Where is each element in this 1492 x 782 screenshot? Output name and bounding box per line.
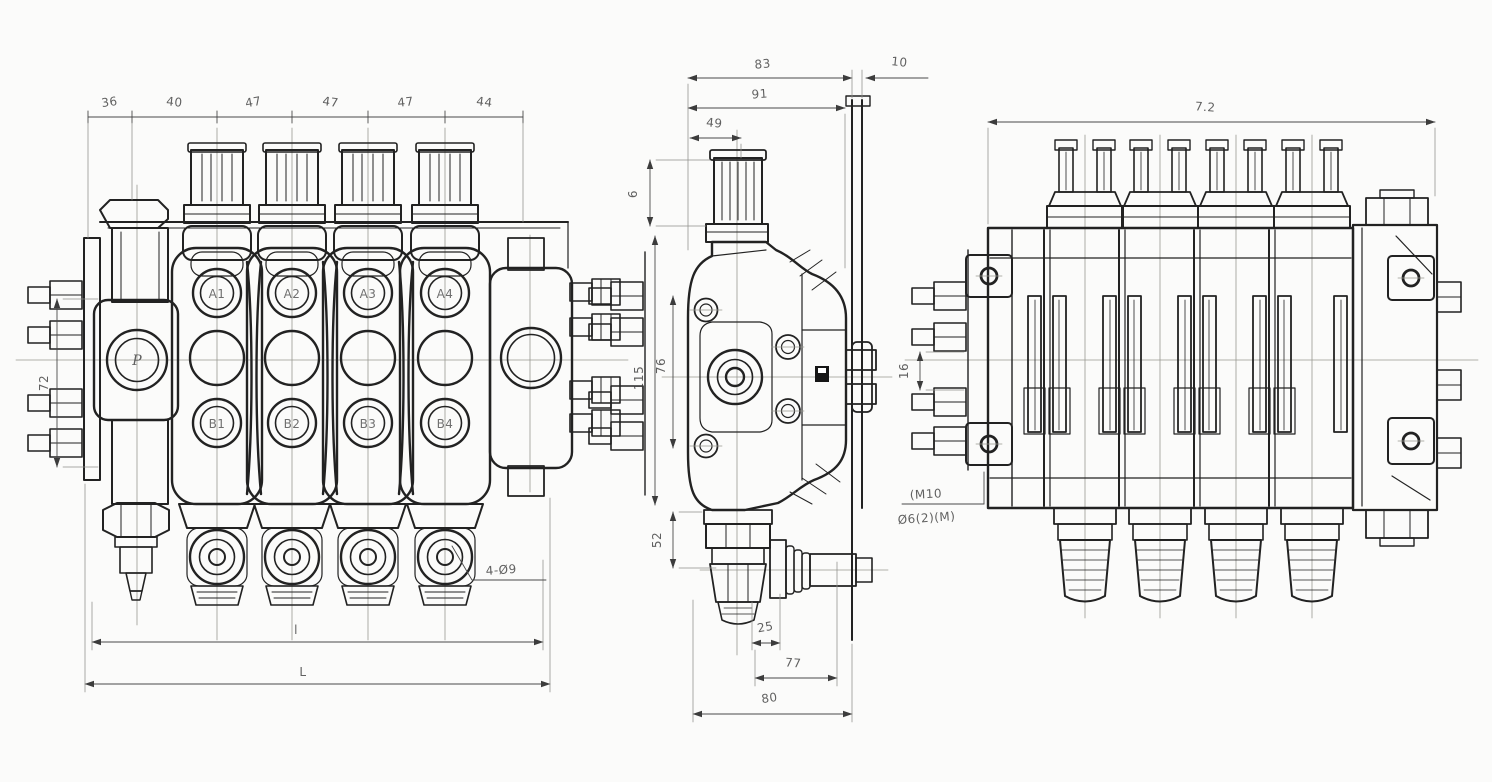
front-valve-sections xyxy=(170,126,492,642)
rear-end-block xyxy=(1351,189,1462,547)
rear-right-tabs xyxy=(1436,281,1462,469)
dim-side-top-cap: 49 xyxy=(706,115,723,130)
side-centerlines xyxy=(661,129,893,656)
front-outlet-end-block xyxy=(488,237,621,497)
dim-side-left-body: 115 xyxy=(632,366,646,390)
rear-note-line1: (M10 xyxy=(909,486,942,502)
rear-left-dimension: 16 xyxy=(897,351,965,391)
front-hole-leader: 4-Ø9 xyxy=(451,545,547,581)
rear-body xyxy=(986,226,1355,510)
side-left-bolts xyxy=(588,251,646,496)
front-left-dimension: 72 xyxy=(37,298,99,468)
port-label-b1: B1 xyxy=(209,417,226,431)
port-label-b4: B4 xyxy=(437,417,454,431)
port-label-b2: B2 xyxy=(284,417,301,431)
dim-side-top-inner: 91 xyxy=(751,86,768,101)
side-view: 83 10 91 49 6 115 76 52 25 77 8 xyxy=(588,54,929,723)
port-label-p: P xyxy=(131,353,142,369)
rear-top-caps xyxy=(1046,139,1351,229)
dim-inner-length: l xyxy=(294,623,298,637)
dim-side-top-offset: 10 xyxy=(891,54,909,70)
rear-tie-rod-slots xyxy=(1023,295,1348,435)
front-top-dimension: 36 40 47 47 47 44 xyxy=(87,94,524,239)
rear-bottom-nut xyxy=(1365,509,1429,547)
rear-thread-leader: (M10 Ø6(2)(M) xyxy=(897,471,985,527)
dim-side-top-total: 83 xyxy=(754,56,771,71)
front-bottom-dimensions: l L xyxy=(84,483,551,693)
hole-note-label: 4-Ø9 xyxy=(485,562,517,578)
port-label-a2: A2 xyxy=(284,287,301,301)
dim-rear-top-width: 7.2 xyxy=(1195,99,1217,114)
port-label-a4: A4 xyxy=(437,287,454,301)
rear-note-line2: Ø6(2)(M) xyxy=(897,509,956,527)
front-port-labels: P A1 A2 A3 A4 B1 B2 B3 B4 xyxy=(131,287,453,431)
front-bottom-bolt xyxy=(102,502,170,601)
dim-side-bottom-outer: 80 xyxy=(760,690,778,706)
front-inlet-end-block xyxy=(92,199,180,601)
dim-top-6: 44 xyxy=(476,94,494,110)
dim-left-height: 72 xyxy=(37,375,51,391)
rear-mounting-pads xyxy=(965,254,1435,466)
dim-top-4: 47 xyxy=(322,94,340,110)
rear-bottom-caps xyxy=(1053,507,1344,603)
rear-left-bolts xyxy=(911,249,969,471)
rear-centerlines xyxy=(904,134,1479,619)
front-top-rail xyxy=(99,221,569,269)
dim-top-5: 47 xyxy=(397,94,415,110)
port-t-circle xyxy=(499,326,563,390)
side-bottom-dimensions: 25 77 80 xyxy=(692,561,853,723)
rear-top-dimension: 7.2 xyxy=(987,99,1436,225)
rear-section-joints xyxy=(1043,229,1276,507)
dim-overall-length: L xyxy=(299,665,306,679)
side-bottom-fitting xyxy=(703,509,773,625)
dim-top-1: 36 xyxy=(100,94,118,110)
dim-side-left-ports: 76 xyxy=(654,358,668,374)
dim-rear-left-spacing: 16 xyxy=(897,363,911,379)
dim-side-bottom-mid: 77 xyxy=(785,655,802,670)
rear-view: 7.2 16 (M10 Ø6(2)(M) xyxy=(897,99,1479,619)
side-lever-plate xyxy=(845,95,877,641)
dim-top-2: 40 xyxy=(166,94,184,110)
side-top-dimensions: 83 10 91 49 xyxy=(687,54,929,269)
port-label-a3: A3 xyxy=(360,287,377,301)
dim-top-3: 47 xyxy=(244,94,262,111)
dim-side-left-small: 6 xyxy=(626,190,640,198)
spool-boss-circle xyxy=(706,348,764,406)
front-left-flange-bolts xyxy=(27,237,101,481)
port-p-circle xyxy=(105,328,169,392)
dim-side-left-lower: 52 xyxy=(650,532,664,548)
dim-side-bottom-small: 25 xyxy=(756,619,774,636)
side-body xyxy=(686,240,848,512)
relief-plug-hex xyxy=(99,199,169,229)
port-label-a1: A1 xyxy=(209,287,226,301)
rear-top-nut xyxy=(1365,189,1429,226)
port-label-b3: B3 xyxy=(360,417,377,431)
side-hose-barb xyxy=(769,539,873,599)
front-view: P A1 A2 A3 A4 B1 B2 B3 B4 36 40 47 47 47… xyxy=(15,94,629,693)
side-left-dimensions: 6 115 76 52 xyxy=(626,159,717,569)
